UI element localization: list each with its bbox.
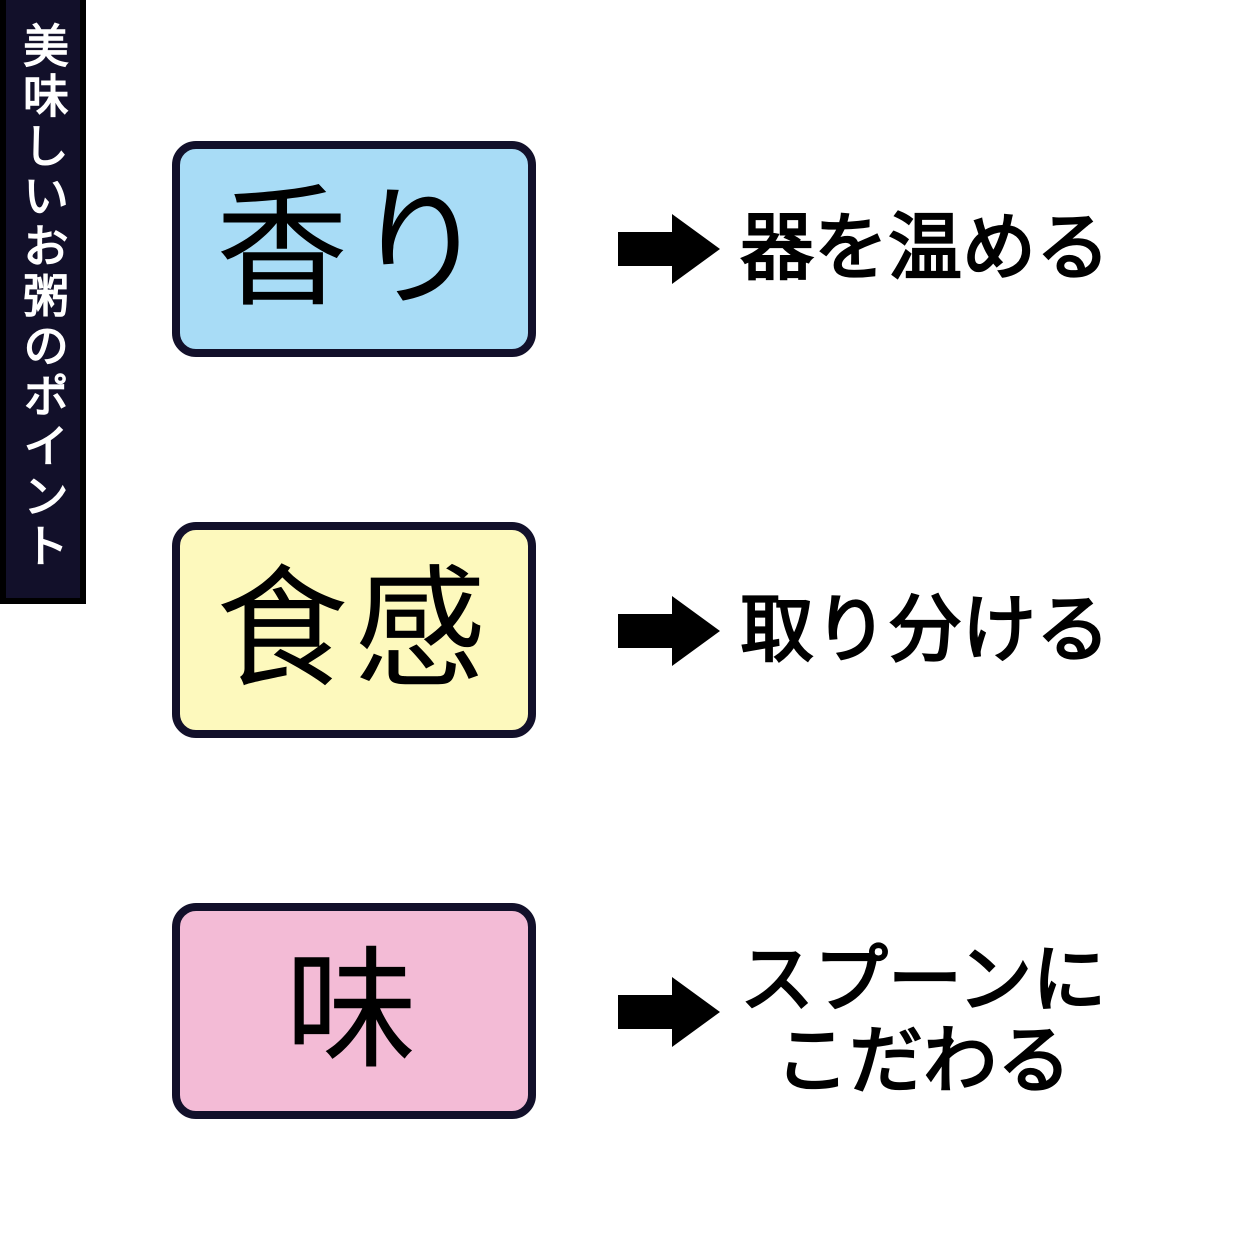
- tip-line: 取り分ける: [740, 587, 1110, 673]
- tip-line: 器を温める: [740, 205, 1110, 291]
- point-box-taste: 味: [172, 903, 536, 1119]
- tip-text-aroma: 器を温める: [740, 205, 1110, 291]
- right-arrow-icon: [618, 596, 720, 666]
- tip-line: スプーンに: [740, 937, 1107, 1023]
- side-banner-panel: 美味しいお粥のポイント: [6, 0, 80, 598]
- tip-text-texture: 取り分ける: [740, 587, 1110, 673]
- point-box-texture: 食感: [172, 522, 536, 738]
- point-label-taste: 味: [285, 934, 423, 1088]
- tip-line: こだわる: [775, 1018, 1072, 1105]
- point-box-aroma: 香り: [172, 141, 536, 357]
- right-arrow-icon: [618, 214, 720, 284]
- tip-text-taste: スプーンに こだわる: [740, 937, 1107, 1105]
- point-label-texture: 食感: [216, 553, 492, 707]
- point-label-aroma: 香り: [216, 172, 492, 326]
- side-title: 美味しいお粥のポイント: [16, 22, 70, 572]
- right-arrow-icon: [618, 977, 720, 1047]
- side-banner: 美味しいお粥のポイント: [0, 0, 86, 604]
